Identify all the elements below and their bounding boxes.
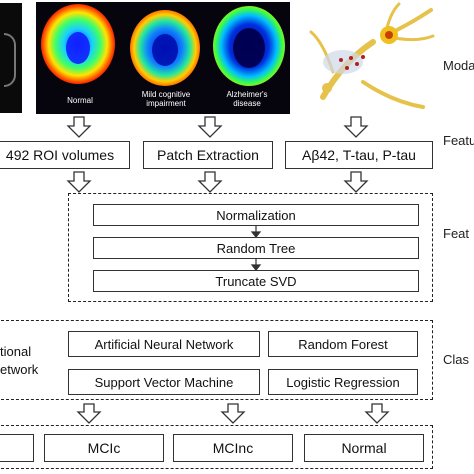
arrow-down-out-3 — [366, 404, 388, 423]
arrow-down-patch — [199, 117, 221, 137]
arrow-down-out-2 — [222, 404, 244, 423]
arrow-down-roi-2 — [68, 172, 90, 192]
arrow-down-patch-2 — [199, 172, 221, 192]
arrow-down-out-1 — [78, 404, 100, 423]
arrow-down-csf — [345, 117, 367, 137]
arrow-down-roi — [68, 117, 90, 137]
arrow-down-csf-2 — [345, 172, 367, 192]
